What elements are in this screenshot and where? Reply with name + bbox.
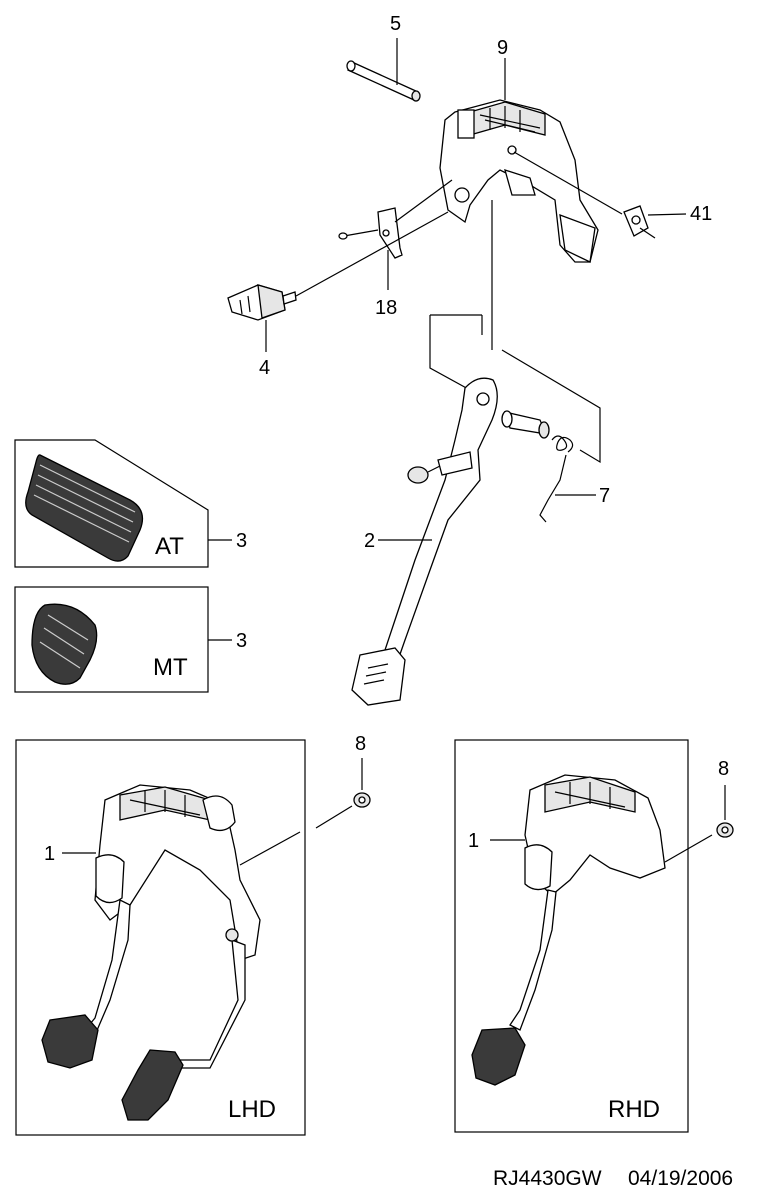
brake-pedal-arm-part <box>351 377 498 706</box>
bushing-part <box>501 410 550 439</box>
rhd-assembly-box <box>454 739 689 1133</box>
lhd-label: LHD <box>228 1096 276 1123</box>
pedal-bracket-part <box>439 99 599 263</box>
rhd-label: RHD <box>608 1096 660 1123</box>
callout-9: 9 <box>497 37 508 59</box>
callout-4: 4 <box>259 357 270 379</box>
callout-18: 18 <box>375 297 397 319</box>
callout-2: 2 <box>364 530 375 552</box>
callout-41: 41 <box>690 203 712 225</box>
switch-bracket-part <box>377 207 403 259</box>
mt-label: MT <box>153 654 188 681</box>
callout-8-lhd: 8 <box>355 733 366 755</box>
nut-part <box>315 758 371 829</box>
return-spring-part <box>539 435 574 523</box>
diagram-date: 04/19/2006 <box>628 1167 733 1190</box>
brake-switch-part <box>227 284 297 321</box>
nut-part-rhd <box>716 785 734 838</box>
callout-8-rhd: 8 <box>718 758 729 780</box>
retaining-clip-part <box>623 205 649 237</box>
callout-1-rhd: 1 <box>468 830 479 852</box>
diagram-code: RJ4430GW <box>493 1167 602 1190</box>
callout-3-at: 3 <box>236 530 247 552</box>
callout-7: 7 <box>599 485 610 507</box>
callout-3-mt: 3 <box>236 630 247 652</box>
at-pad-box <box>14 439 209 568</box>
callout-1-lhd: 1 <box>44 843 55 865</box>
pivot-shaft-part <box>346 60 421 102</box>
at-label: AT <box>155 533 184 560</box>
lhd-assembly-box <box>15 739 306 1136</box>
callout-5: 5 <box>390 13 401 35</box>
